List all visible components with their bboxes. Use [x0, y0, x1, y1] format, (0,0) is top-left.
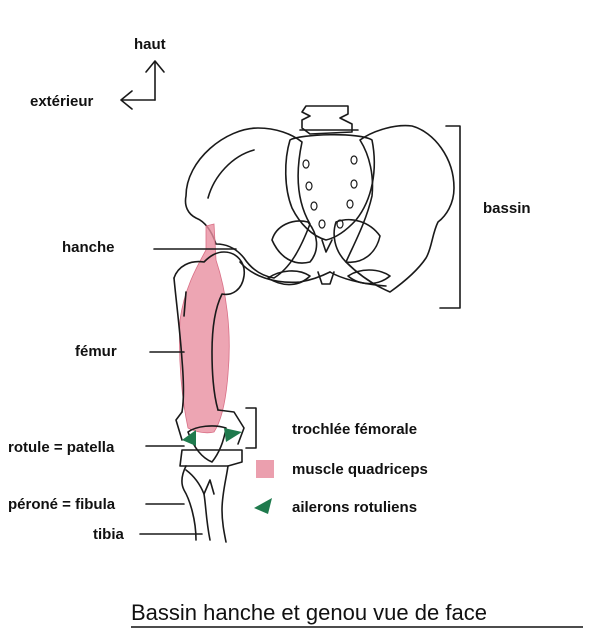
- femur: [173, 251, 246, 445]
- sacral-foramina: [302, 155, 358, 229]
- label-bassin: bassin: [483, 200, 531, 217]
- caption-title: Bassin hanche et genou vue de face: [131, 600, 487, 625]
- trochlee-bracket: [245, 407, 257, 449]
- label-perone: péroné = fibula: [8, 496, 116, 513]
- legend: muscle quadriceps ailerons rotuliens: [254, 460, 428, 516]
- lower-leg-bones: [179, 449, 243, 543]
- label-hanche: hanche: [62, 239, 115, 256]
- label-femur: fémur: [75, 343, 117, 360]
- legend-label-quadriceps: muscle quadriceps: [292, 461, 428, 478]
- aileron-rotulien-right: [224, 428, 242, 442]
- label-trochlee: trochlée fémorale: [292, 421, 417, 438]
- legend-swatch-ailerons: [254, 498, 272, 514]
- label-rotule: rotule = patella: [8, 439, 115, 456]
- patella: [187, 425, 227, 463]
- aileron-rotulien-left: [182, 430, 196, 446]
- legend-swatch-quadriceps: [256, 460, 274, 478]
- bassin-bracket: [439, 125, 461, 309]
- quadriceps-muscle: [179, 223, 230, 434]
- label-exterieur: extérieur: [30, 93, 94, 110]
- orientation-arrows: [120, 60, 165, 110]
- pelvis: [184, 105, 455, 293]
- label-haut: haut: [134, 36, 166, 53]
- legend-label-ailerons: ailerons rotuliens: [292, 499, 417, 516]
- label-tibia: tibia: [93, 526, 124, 543]
